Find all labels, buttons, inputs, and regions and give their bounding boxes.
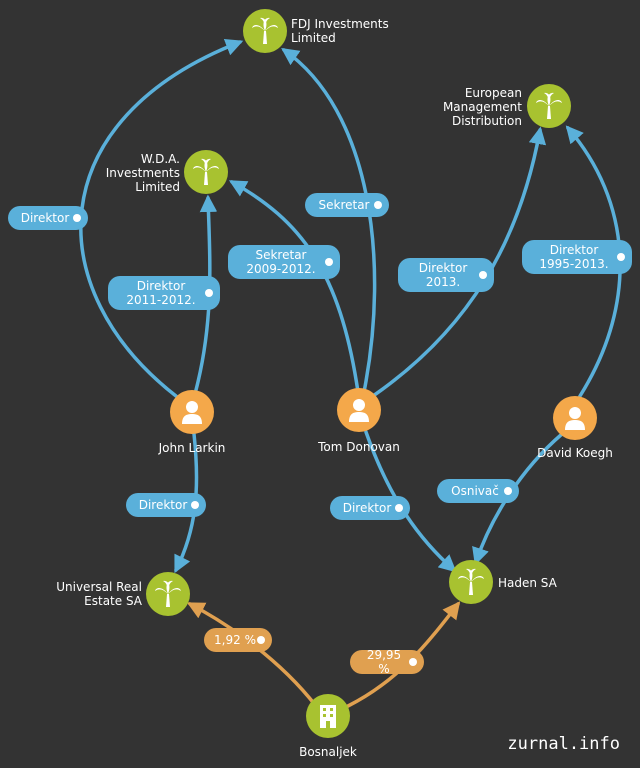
edge-label-donovan-haden[interactable]: Direktor <box>330 496 410 520</box>
company-node-emd[interactable] <box>527 84 571 128</box>
company-node-haden[interactable] <box>449 560 493 604</box>
edge-label-text: Direktor 2013. <box>418 261 468 289</box>
edge-label-donovan-wda[interactable]: Sekretar 2009-2012. <box>228 245 340 279</box>
edge-dot <box>504 487 512 495</box>
edge-label-koegh-emd[interactable]: Direktor 1995-2013. <box>522 240 632 274</box>
edge-label-text: Direktor <box>20 211 70 225</box>
company-label-bosnaljek: Bosnaljek <box>299 745 357 759</box>
company-label-haden: Haden SA <box>498 576 557 590</box>
palm-tree-icon <box>184 150 228 194</box>
edge-dot <box>325 258 333 266</box>
edge-label-text: Direktor <box>138 498 188 512</box>
palm-tree-icon <box>146 572 190 616</box>
edge-label-text: Sekretar 2009-2012. <box>246 248 316 276</box>
edge-label-bosnaljek-haden[interactable]: 29,95 % <box>350 648 424 676</box>
edge-dot <box>374 201 382 209</box>
edge-dot <box>257 636 265 644</box>
edge-label-bosnaljek-ures[interactable]: 1,92 % <box>204 628 272 652</box>
palm-tree-icon <box>527 84 571 128</box>
brand-watermark: zurnal.info <box>507 734 620 754</box>
company-label-ures: Universal Real Estate SA <box>56 580 142 608</box>
edge-dot <box>479 271 487 279</box>
edge-dot <box>617 253 625 261</box>
company-label-wda: W.D.A. Investments Limited <box>105 152 180 194</box>
edge-label-text: Direktor 2011-2012. <box>126 279 196 307</box>
person-label-larkin: John Larkin <box>158 441 226 455</box>
edge-larkin-fdj <box>79 38 244 398</box>
edge-label-larkin-ures[interactable]: Direktor <box>126 493 206 517</box>
edge-label-text: Osnivač <box>451 484 499 498</box>
edge-label-text: 29,95 % <box>366 648 402 676</box>
company-node-ures[interactable] <box>146 572 190 616</box>
edge-label-text: Sekretar <box>318 198 370 212</box>
person-label-koegh: David Koegh <box>537 446 613 460</box>
edge-label-larkin-fdj[interactable]: Direktor <box>8 206 88 230</box>
edge-label-text: Direktor <box>342 501 392 515</box>
edge-label-donovan-emd[interactable]: Direktor 2013. <box>398 258 494 292</box>
company-node-wda[interactable] <box>184 150 228 194</box>
palm-tree-icon <box>243 9 287 53</box>
edge-dot <box>409 658 417 666</box>
company-label-emd: European Management Distribution <box>442 86 522 128</box>
building-icon <box>306 694 350 738</box>
person-icon <box>170 390 214 434</box>
company-label-fdj: FDJ Investments Limited <box>291 17 389 45</box>
person-icon <box>553 396 597 440</box>
company-node-fdj[interactable] <box>243 9 287 53</box>
edge-label-text: Direktor 1995-2013. <box>539 243 609 271</box>
edge-dot <box>191 501 199 509</box>
person-node-koegh[interactable] <box>553 396 597 440</box>
edge-dot <box>205 289 213 297</box>
edge-dot <box>395 504 403 512</box>
edge-bosnaljek-ures <box>186 602 318 708</box>
edge-label-text: 1,92 % <box>214 633 256 647</box>
edge-label-larkin-wda[interactable]: Direktor 2011-2012. <box>108 276 220 310</box>
edge-label-donovan-fdj[interactable]: Sekretar <box>305 193 389 217</box>
edge-dot <box>73 214 81 222</box>
person-node-donovan[interactable] <box>337 388 381 432</box>
person-icon <box>337 388 381 432</box>
person-label-donovan: Tom Donovan <box>318 440 400 454</box>
palm-tree-icon <box>449 560 493 604</box>
edge-label-koegh-haden[interactable]: Osnivač <box>437 479 519 503</box>
company-node-bosnaljek[interactable] <box>306 694 350 738</box>
person-node-larkin[interactable] <box>170 390 214 434</box>
edge-donovan-fdj <box>281 47 377 394</box>
